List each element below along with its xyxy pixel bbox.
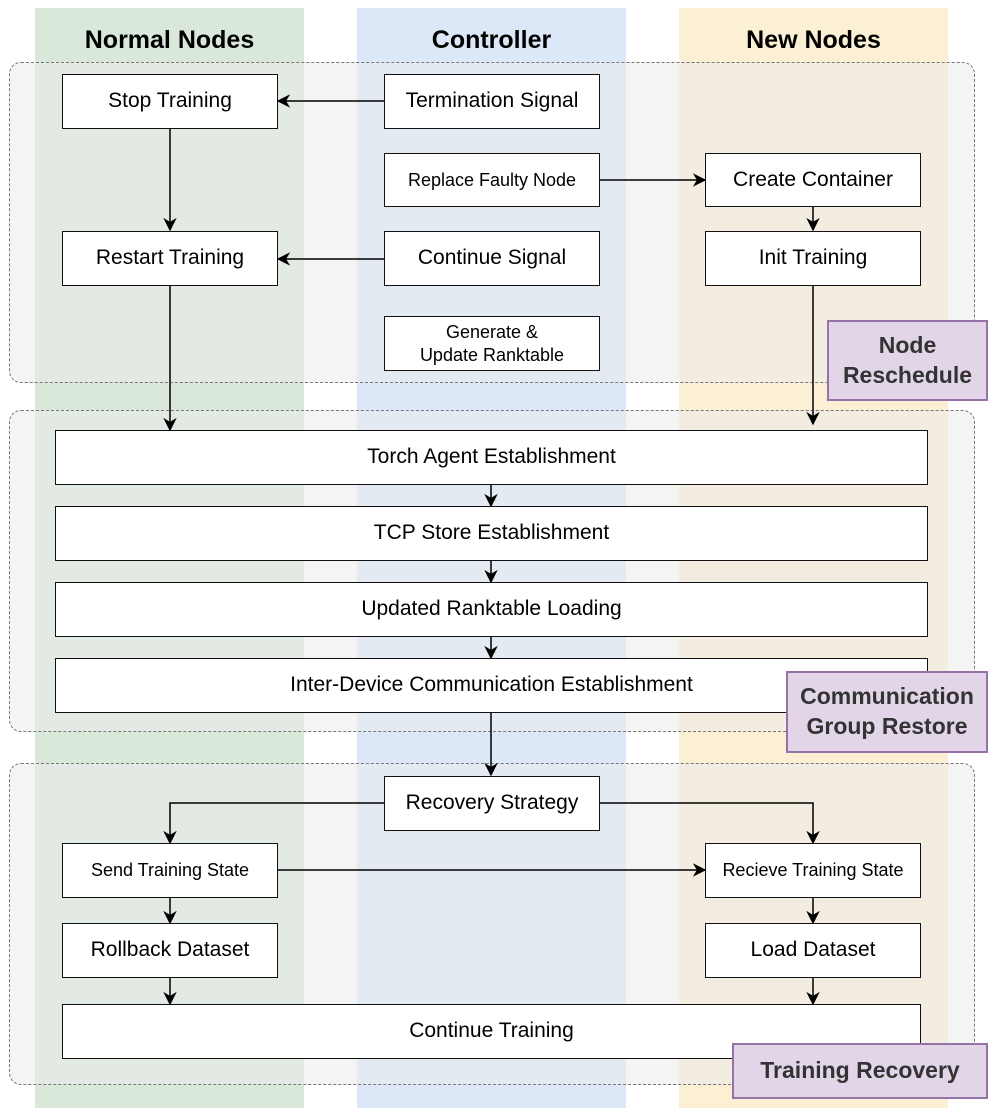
node-stop-training[interactable]: Stop Training bbox=[62, 74, 278, 129]
node-termination-signal[interactable]: Termination Signal bbox=[384, 74, 600, 129]
node-continue-signal[interactable]: Continue Signal bbox=[384, 231, 600, 286]
node-restart-training[interactable]: Restart Training bbox=[62, 231, 278, 286]
node-rollback-dataset[interactable]: Rollback Dataset bbox=[62, 923, 278, 978]
node-send-training-state[interactable]: Send Training State bbox=[62, 843, 278, 898]
node-receive-training-state[interactable]: Recieve Training State bbox=[705, 843, 921, 898]
node-replace-faulty-node[interactable]: Replace Faulty Node bbox=[384, 153, 600, 207]
node-generate-update-ranktable[interactable]: Generate & Update Ranktable bbox=[384, 316, 600, 371]
lane-title-controller: Controller bbox=[431, 26, 552, 54]
tag-node-reschedule: Node Reschedule bbox=[827, 320, 988, 401]
tag-training-recovery: Training Recovery bbox=[732, 1043, 988, 1099]
node-recovery-strategy[interactable]: Recovery Strategy bbox=[384, 776, 600, 831]
node-inter-device-communication[interactable]: Inter-Device Communication Establishment bbox=[55, 658, 928, 713]
lane-title-normal-nodes: Normal Nodes bbox=[84, 26, 255, 54]
node-create-container[interactable]: Create Container bbox=[705, 153, 921, 207]
node-tcp-store-establishment[interactable]: TCP Store Establishment bbox=[55, 506, 928, 561]
node-ranktable-loading[interactable]: Updated Ranktable Loading bbox=[55, 582, 928, 637]
node-load-dataset[interactable]: Load Dataset bbox=[705, 923, 921, 978]
tag-communication-group-restore: Communication Group Restore bbox=[786, 671, 988, 753]
node-torch-agent-establishment[interactable]: Torch Agent Establishment bbox=[55, 430, 928, 485]
node-init-training[interactable]: Init Training bbox=[705, 231, 921, 286]
lane-title-new-nodes: New Nodes bbox=[746, 26, 881, 54]
